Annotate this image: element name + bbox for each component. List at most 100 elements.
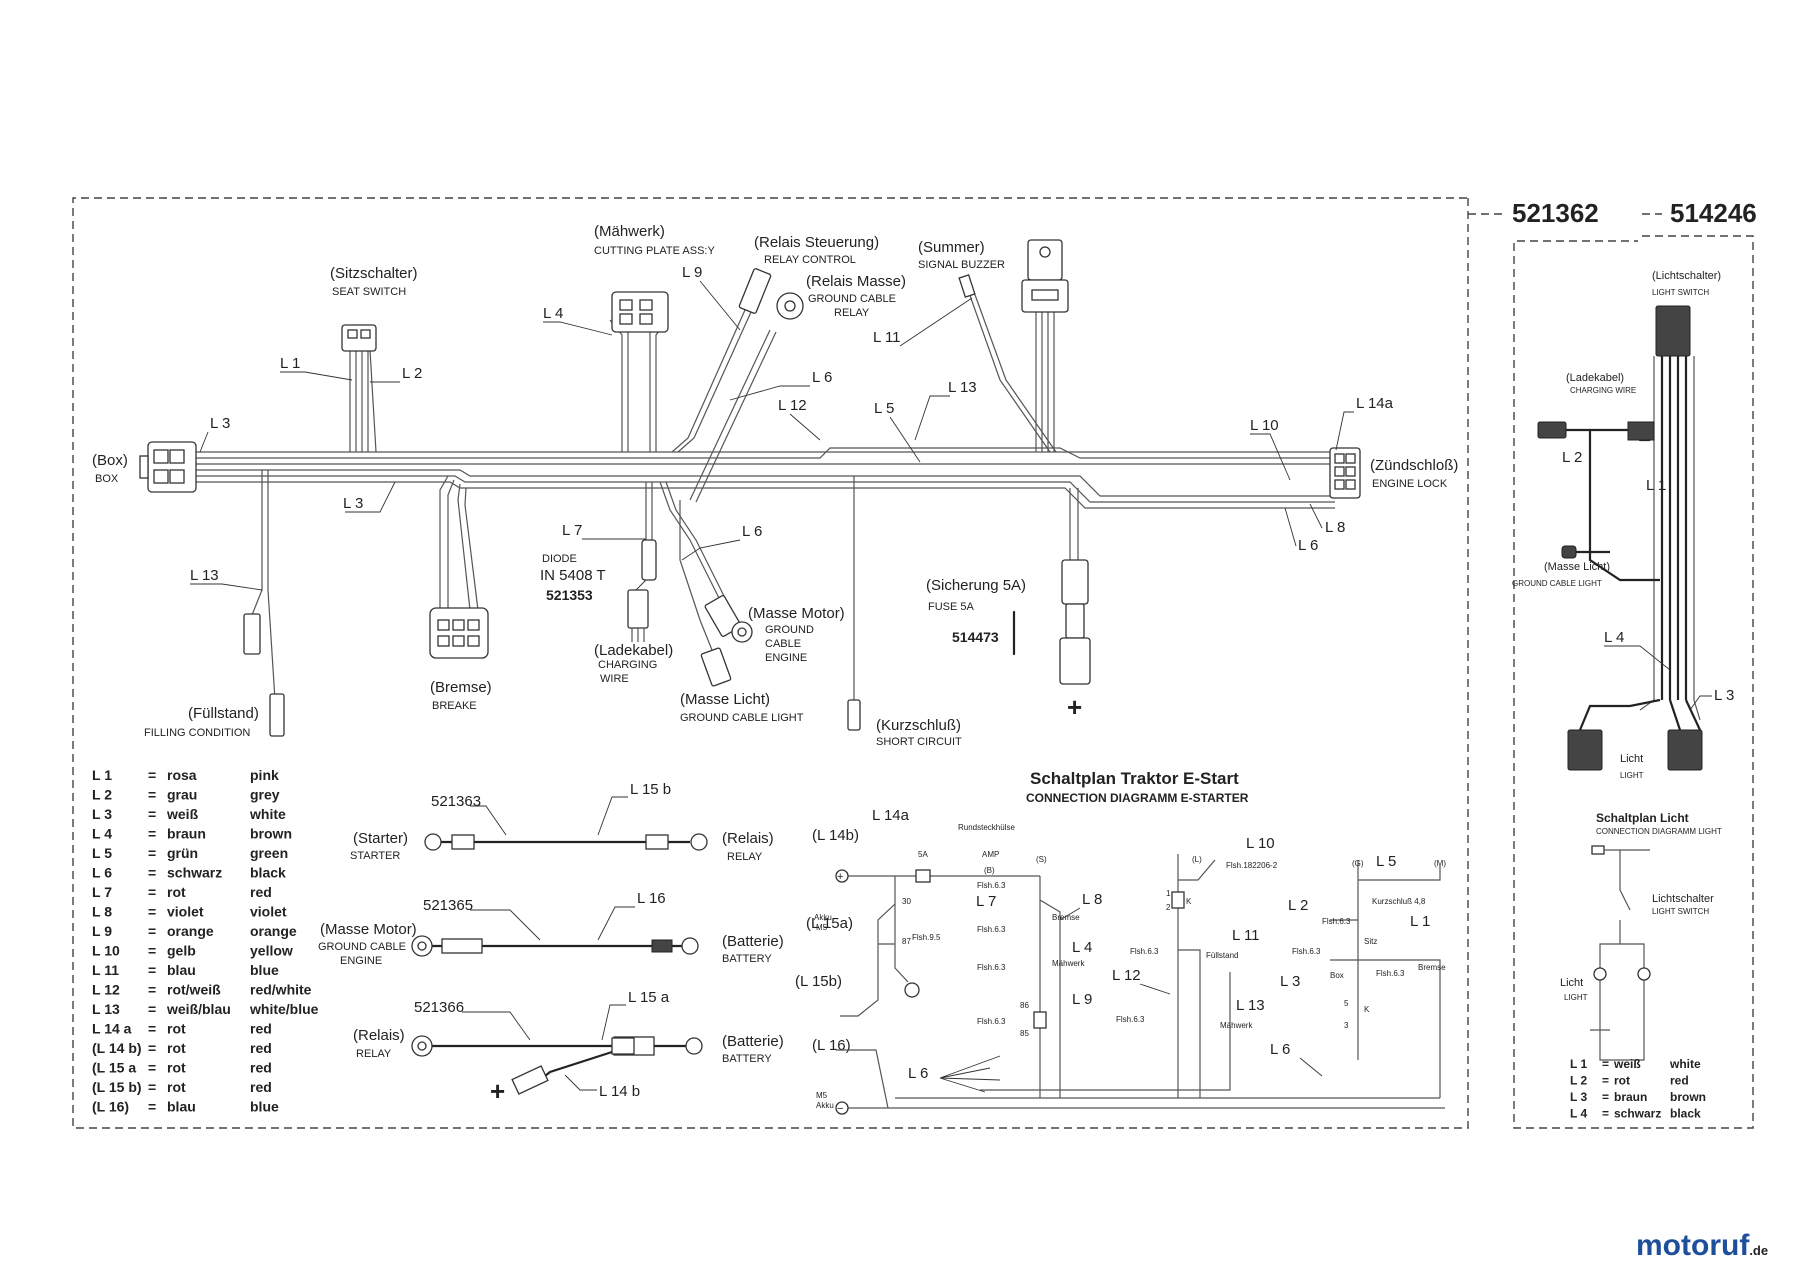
legend-german: rot [167,1079,186,1095]
schem-b: (B) [984,866,995,875]
diode-label: DIODE [542,553,577,565]
schem-minus: − [837,1103,843,1115]
fuse-label: (Sicherung 5A) [926,577,1026,594]
short-circuit-label: (Kurzschluß) [876,717,961,734]
legend-code: L 7 [92,884,112,900]
light-legend-equals: = [1602,1090,1609,1104]
legend-german: rosa [167,767,197,783]
legend-german: grau [167,787,197,803]
schem-l1: L 1 [1410,913,1430,930]
legend-equals: = [148,962,156,978]
ignition-connector [1329,447,1361,499]
relay-label-2: (Relais) [353,1027,405,1044]
tag-l8: L 8 [1325,519,1345,536]
ignition-label-en: ENGINE LOCK [1372,478,1448,490]
tag-l2: L 2 [402,365,422,382]
legend-equals: = [148,845,156,861]
top-connector [1021,239,1069,452]
legend-code: L 13 [92,1001,120,1017]
tag-l4: L 4 [543,305,563,322]
box-label: (Box) [92,452,128,469]
schem-fsh63-8: Flsh.6.3 [1292,947,1321,956]
engine-ground-label: (Masse Motor) [748,605,845,622]
estart-schematic: Schaltplan Traktor E-Start CONNECTION DI… [795,769,1446,1115]
schem-l11: L 11 [1232,927,1260,944]
light-legend-english: red [1670,1074,1689,1088]
legend-english: red/white [250,982,312,998]
engine-ground-label-en3: ENGINE [765,652,807,664]
buzzer-label-en: SIGNAL BUZZER [918,259,1005,271]
legend-code: (L 15 b) [92,1079,142,1095]
legend-german: schwarz [167,865,222,881]
charging-label: (Ladekabel) [594,642,673,659]
schem-l: (L) [1192,855,1202,864]
schem-fsh63-4: Flsh.6.3 [977,1017,1006,1026]
tag-l9: L 9 [682,264,702,281]
fuse-plus-sign: + [1067,692,1082,722]
light-legend-german: rot [1614,1074,1630,1088]
light-lamp-label-en: LIGHT [1620,771,1644,780]
legend-german: braun [167,826,206,842]
charging-label-en2: WIRE [600,673,629,685]
schem-box: Box [1330,971,1344,980]
legend-code: (L 14 b) [92,1040,142,1056]
legend-english: green [250,845,288,861]
relay-control-label-en: RELAY CONTROL [764,254,856,266]
mower-branch [609,291,669,452]
light-frame [1513,213,1754,1129]
legend-code: (L 15 a [92,1060,136,1076]
light-legend-equals: = [1602,1074,1609,1088]
legend-german: weiß/blau [166,1001,231,1017]
mower-label-en: CUTTING PLATE ASS:Y [594,245,715,257]
ignition-label: (Zündschloß) [1370,457,1458,474]
legend-english: yellow [250,943,293,959]
tag-l13-left: L 13 [190,567,219,584]
relay-control-label: (Relais Steuerung) [754,234,879,251]
legend-english: red [250,1021,272,1037]
relay-ground-branch [689,292,804,503]
schem-maehwerk-1: Mähwerk [1052,959,1085,968]
legend-code: (L 16) [92,1099,129,1115]
diode [627,482,657,642]
legend-english: violet [250,904,287,920]
relay-label-1-en: RELAY [727,851,763,863]
schem-m5-bottom: M5 [816,1091,828,1100]
schem-amp: AMP [982,850,999,859]
schem-n85: 85 [1020,1029,1029,1038]
legend-german: rot [167,1060,186,1076]
cable-3-part-number: 521366 [414,999,464,1016]
legend-english: red [250,884,272,900]
relay-control-branch [671,268,772,453]
schem-n86: 86 [1020,1001,1029,1010]
tag-l10: L 10 [1250,417,1279,434]
battery-label-1: (Batterie) [722,933,784,950]
schem-fuellstand: Füllstand [1206,951,1238,960]
schem-s: (S) [1036,855,1047,864]
light-legend-equals: = [1602,1107,1609,1121]
schem-kh-l: K [1186,897,1192,906]
relay-ground-label-en2: RELAY [834,307,870,319]
light-schematic-switch-en: LIGHT SWITCH [1652,907,1709,916]
tag-l6-right: L 6 [1298,537,1318,554]
starter-label: (Starter) [353,830,408,847]
wire-tags: L 1 L 2 L 3 L 3 L 13 L 4 L 9 L 6 L 12 L … [190,264,1394,591]
tag-l3-bottom: L 3 [343,495,363,512]
schem-l10: L 10 [1246,835,1275,852]
light-l2: L 2 [1562,449,1582,466]
engine-ground-label-en2: CABLE [765,638,801,650]
legend-english: pink [250,767,279,783]
schem-kurz: Kurzschluß 4,8 [1372,897,1426,906]
legend-german: gelb [167,943,196,959]
legend-english: blue [250,1099,279,1115]
light-harness: (Lichtschalter) LIGHT SWITCH (Ladekabel)… [1512,270,1734,1061]
schem-fsh63-5: Flsh.6.3 [1130,947,1159,956]
tag-l14a: L 14a [1356,395,1394,412]
schem-l14b: (L 14b) [812,827,859,844]
schem-l9: L 9 [1072,991,1092,1008]
cable-1-tag: L 15 b [630,781,671,798]
legend-equals: = [148,806,156,822]
schem-l16: (L 16) [812,1037,851,1054]
engine-ground-label-en1: GROUND [765,624,814,636]
legend-code: L 5 [92,845,112,861]
